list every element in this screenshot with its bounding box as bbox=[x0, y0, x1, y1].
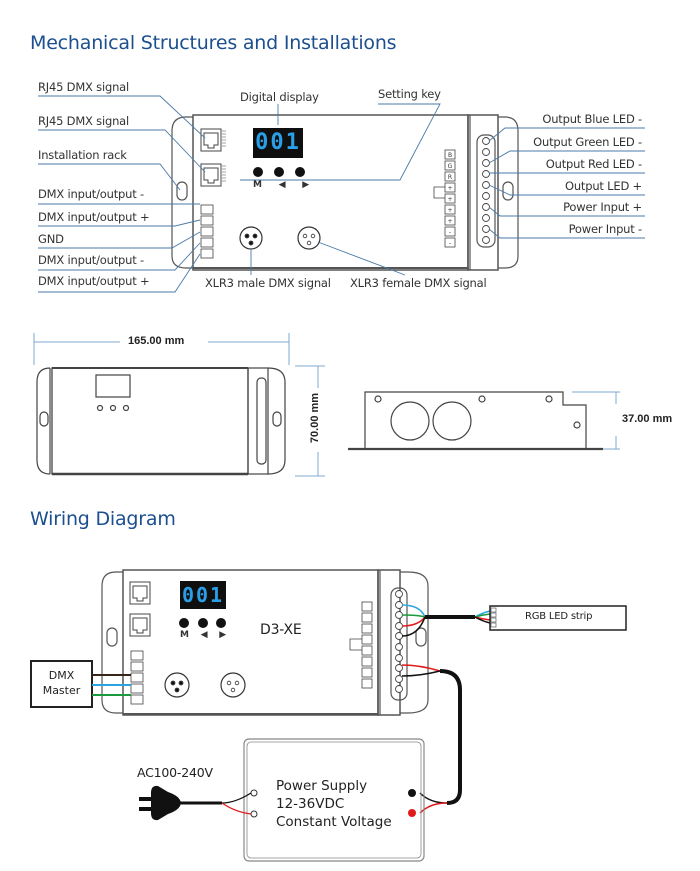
key-right-label: ▶ bbox=[302, 180, 309, 190]
key-left-label: ◀ bbox=[278, 180, 286, 190]
label-rj45-2: RJ45 DMX signal bbox=[38, 114, 129, 128]
wiring-dmx-terminals bbox=[130, 650, 144, 705]
key-m bbox=[253, 167, 263, 177]
setting-keys bbox=[253, 167, 305, 177]
svg-text:+: + bbox=[447, 185, 452, 192]
left-mounting-ear bbox=[171, 116, 193, 269]
leader-lines bbox=[38, 95, 645, 293]
rgb-led-strip bbox=[489, 605, 627, 631]
ps-output-positive bbox=[408, 809, 416, 817]
ps-output-negative bbox=[408, 789, 416, 797]
label-power-input-plus: Power Input + bbox=[563, 200, 642, 214]
label-dmx-io-plus-2: DMX input/output + bbox=[38, 274, 150, 288]
terminal-strip bbox=[476, 134, 496, 248]
terminal-screws bbox=[482, 137, 490, 244]
wiring-key-labels: M ◀ ▶ bbox=[180, 630, 226, 640]
label-output-green: Output Green LED - bbox=[533, 135, 642, 149]
terminal-r: R bbox=[448, 174, 452, 181]
label-rj45-1: RJ45 DMX signal bbox=[38, 80, 129, 94]
label-gnd: GND bbox=[38, 232, 64, 246]
wiring-section-title: Wiring Diagram bbox=[30, 508, 176, 530]
wiring-xlr bbox=[164, 672, 246, 698]
label-setting-key: Setting key bbox=[378, 87, 441, 101]
svg-text:-: - bbox=[449, 229, 451, 236]
rj45-ports bbox=[200, 128, 226, 187]
ac-plug-icon bbox=[139, 785, 252, 821]
mechanical-section-title: Mechanical Structures and Installations bbox=[30, 32, 397, 54]
top-view-body bbox=[51, 367, 249, 475]
ps-input-terminal-2 bbox=[250, 810, 258, 818]
wiring-device bbox=[101, 569, 429, 716]
label-dmx-io-minus-1: DMX input/output - bbox=[38, 187, 144, 201]
power-supply-line-1: Power Supply bbox=[276, 778, 368, 794]
svg-text:+: + bbox=[447, 218, 452, 225]
model-name: D3-XE bbox=[260, 622, 302, 638]
wiring-terminal-screws bbox=[395, 590, 403, 693]
wiring-device-body bbox=[122, 569, 379, 716]
xlr-female-connector bbox=[297, 226, 321, 250]
label-xlr-male: XLR3 male DMX signal bbox=[205, 276, 331, 290]
led-output-wires bbox=[401, 604, 491, 637]
top-view-display-window bbox=[95, 374, 131, 398]
wiring-key-right-label: ▶ bbox=[219, 630, 226, 640]
power-supply-line-3: Constant Voltage bbox=[276, 814, 392, 830]
ac-voltage-label: AC100-240V bbox=[137, 765, 213, 780]
led-strip-label: RGB LED strip bbox=[525, 611, 593, 622]
label-installation-rack: Installation rack bbox=[38, 148, 127, 162]
wiring-keys bbox=[179, 618, 226, 628]
power-supply-label: Power Supply 12-36VDC Constant Voltage bbox=[276, 777, 392, 831]
wiring-key-m-label: M bbox=[180, 630, 189, 640]
digital-display: 001 bbox=[253, 128, 303, 158]
dimension-height: 70.00 mm bbox=[309, 392, 322, 444]
power-input-wires bbox=[401, 664, 462, 814]
side-view-xlr-hole-2 bbox=[432, 401, 472, 441]
right-mounting-ear bbox=[498, 116, 519, 269]
right-installation-slot bbox=[502, 181, 514, 201]
svg-text:-: - bbox=[449, 240, 451, 247]
dmx-terminal-block bbox=[200, 204, 214, 259]
svg-text:+: + bbox=[447, 196, 452, 203]
svg-text:+: + bbox=[447, 207, 452, 214]
dimension-width: 165.00 mm bbox=[128, 335, 185, 347]
key-left bbox=[274, 167, 284, 177]
power-supply-line-2: 12-36VDC bbox=[276, 796, 345, 812]
output-input-terminal-block bbox=[433, 149, 456, 248]
wiring-terminal-block bbox=[349, 601, 373, 689]
label-digital-display: Digital display bbox=[240, 90, 319, 104]
wiring-key-left-label: ◀ bbox=[200, 630, 208, 640]
label-power-input-minus: Power Input - bbox=[568, 222, 643, 236]
dimension-depth: 37.00 mm bbox=[622, 413, 673, 425]
dmx-master-line-2: Master bbox=[42, 684, 81, 697]
label-output-red: Output Red LED - bbox=[545, 157, 642, 171]
side-view-drawing bbox=[348, 391, 603, 451]
xlr-connectors bbox=[239, 226, 321, 250]
dimension-lines bbox=[33, 333, 620, 477]
label-dmx-io-plus-1: DMX input/output + bbox=[38, 210, 150, 224]
power-supply-box bbox=[243, 738, 425, 862]
top-view-drawing bbox=[36, 367, 286, 476]
ps-input-terminal-1 bbox=[250, 789, 258, 797]
key-labels: M ◀ ▶ bbox=[253, 180, 309, 190]
key-m-label: M bbox=[253, 180, 262, 190]
dmx-master-label: DMX Master bbox=[31, 668, 92, 698]
side-view-xlr-hole-1 bbox=[390, 401, 430, 441]
label-output-blue: Output Blue LED - bbox=[542, 112, 642, 126]
terminal-b: B bbox=[448, 152, 452, 159]
xlr-male-connector bbox=[239, 226, 263, 250]
label-dmx-io-minus-2: DMX input/output - bbox=[38, 253, 144, 267]
key-right bbox=[295, 167, 305, 177]
terminal-g: G bbox=[448, 163, 453, 170]
device-front-view bbox=[171, 114, 519, 271]
wiring-digital-display: 001 bbox=[180, 581, 226, 609]
left-installation-slot bbox=[176, 181, 188, 201]
dmx-master-line-1: DMX bbox=[48, 669, 75, 682]
wiring-rj45-ports bbox=[129, 581, 151, 637]
label-output-led-plus: Output LED + bbox=[564, 179, 642, 193]
label-xlr-female: XLR3 female DMX signal bbox=[350, 276, 487, 290]
